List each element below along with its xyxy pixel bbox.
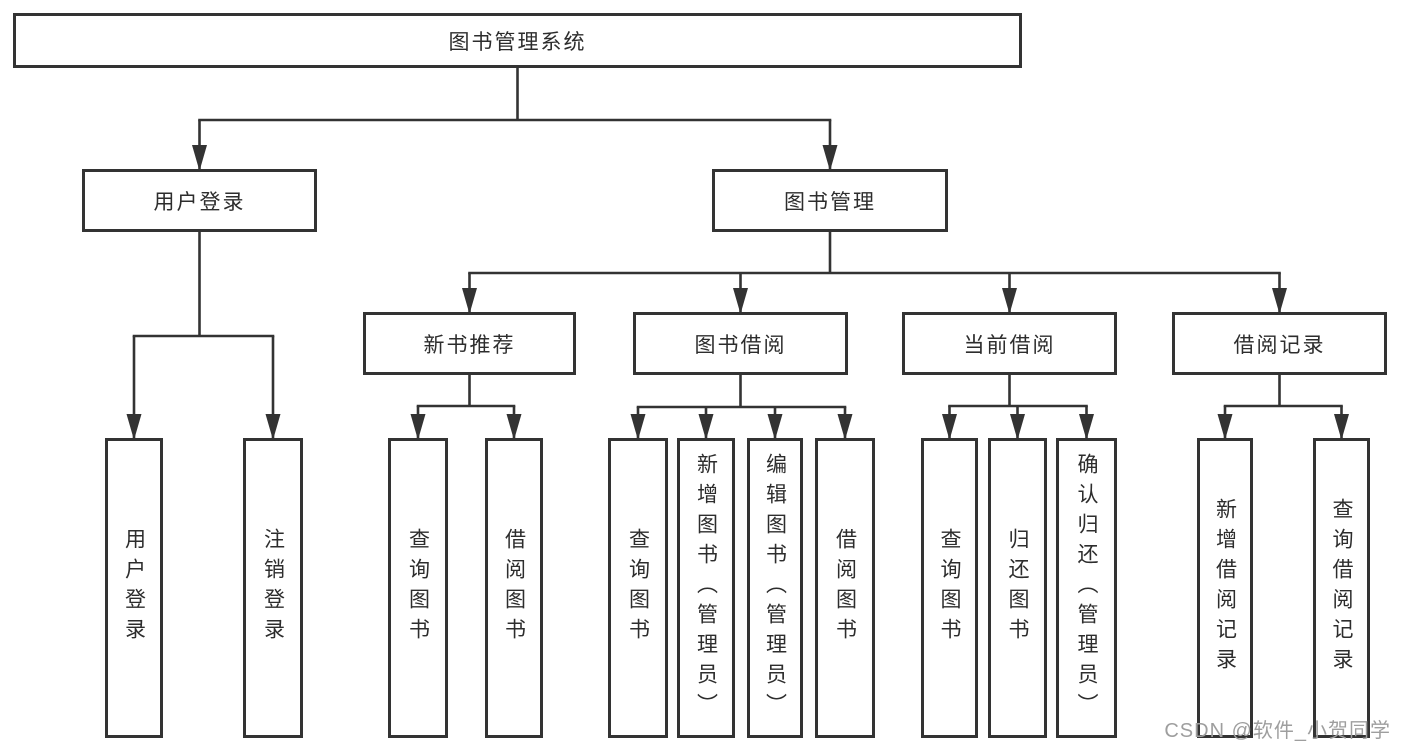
arrowhead-icon [1079, 414, 1094, 440]
node-label-borrow-book-1: 借阅图书 [502, 528, 526, 648]
arrowhead-icon [126, 414, 142, 440]
node-query-book-2: 查询图书 [608, 438, 668, 738]
node-label-return-book: 归还图书 [1006, 528, 1029, 648]
arrowhead-icon [767, 414, 783, 440]
arrowhead-icon [698, 414, 714, 440]
node-label-edit-book: 编辑图书（管理员） [763, 453, 787, 723]
node-label-book-mgmt: 图书管理 [784, 190, 876, 214]
node-label-confirm-return: 确认归还（管理员） [1075, 453, 1098, 723]
arrowhead-icon [942, 414, 957, 440]
node-book-borrow: 图书借阅 [633, 312, 848, 375]
arrowhead-icon [462, 288, 477, 314]
node-label-root: 图书管理系统 [448, 30, 587, 54]
node-book-mgmt: 图书管理 [712, 169, 948, 232]
arrowhead-icon [265, 414, 281, 440]
node-logout: 注销登录 [243, 438, 303, 738]
node-borrow-records: 借阅记录 [1172, 312, 1387, 375]
node-label-borrow-records: 借阅记录 [1233, 333, 1326, 357]
node-label-query-book-3: 查询图书 [938, 528, 961, 648]
arrowhead-icon [1010, 414, 1025, 440]
arrowhead-icon [506, 414, 522, 440]
node-borrow-book-1: 借阅图书 [485, 438, 543, 738]
node-current-borrow: 当前借阅 [902, 312, 1117, 375]
arrowhead-icon [1334, 414, 1349, 440]
node-label-login: 用户登录 [122, 528, 146, 648]
node-label-add-borrow-record: 新增借阅记录 [1213, 498, 1237, 678]
node-add-borrow-record: 新增借阅记录 [1197, 438, 1253, 738]
node-new-book-rec: 新书推荐 [363, 312, 576, 375]
arrowhead-icon [410, 414, 426, 440]
node-confirm-return: 确认归还（管理员） [1056, 438, 1117, 738]
arrowhead-icon [1217, 414, 1233, 440]
node-label-query-book-2: 查询图书 [626, 528, 650, 648]
arrowhead-icon [837, 414, 853, 440]
node-login: 用户登录 [105, 438, 163, 738]
arrowhead-icon [1272, 288, 1287, 314]
node-root: 图书管理系统 [13, 13, 1022, 68]
node-label-user-login-group: 用户登录 [153, 190, 246, 214]
node-label-logout: 注销登录 [261, 528, 285, 648]
node-label-current-borrow: 当前借阅 [963, 333, 1056, 357]
node-query-borrow-record: 查询借阅记录 [1313, 438, 1370, 738]
arrowhead-icon [733, 288, 748, 314]
arrowhead-icon [630, 414, 646, 440]
node-label-book-borrow: 图书借阅 [694, 333, 787, 357]
watermark: CSDN @软件_小贺同学 [1164, 720, 1391, 742]
node-label-new-book-rec: 新书推荐 [423, 333, 516, 357]
arrowhead-icon [192, 145, 207, 171]
node-label-add-book: 新增图书（管理员） [694, 453, 718, 723]
arrowhead-icon [1002, 288, 1017, 314]
node-query-book-3: 查询图书 [921, 438, 978, 738]
node-user-login-group: 用户登录 [82, 169, 317, 232]
node-edit-book: 编辑图书（管理员） [747, 438, 803, 738]
node-query-book-1: 查询图书 [388, 438, 448, 738]
arrowhead-icon [822, 145, 838, 171]
node-return-book: 归还图书 [988, 438, 1047, 738]
node-label-query-borrow-record: 查询借阅记录 [1330, 498, 1353, 678]
node-label-query-book-1: 查询图书 [406, 528, 430, 648]
node-label-borrow-book-2: 借阅图书 [833, 528, 857, 648]
node-add-book: 新增图书（管理员） [677, 438, 735, 738]
node-borrow-book-2: 借阅图书 [815, 438, 875, 738]
